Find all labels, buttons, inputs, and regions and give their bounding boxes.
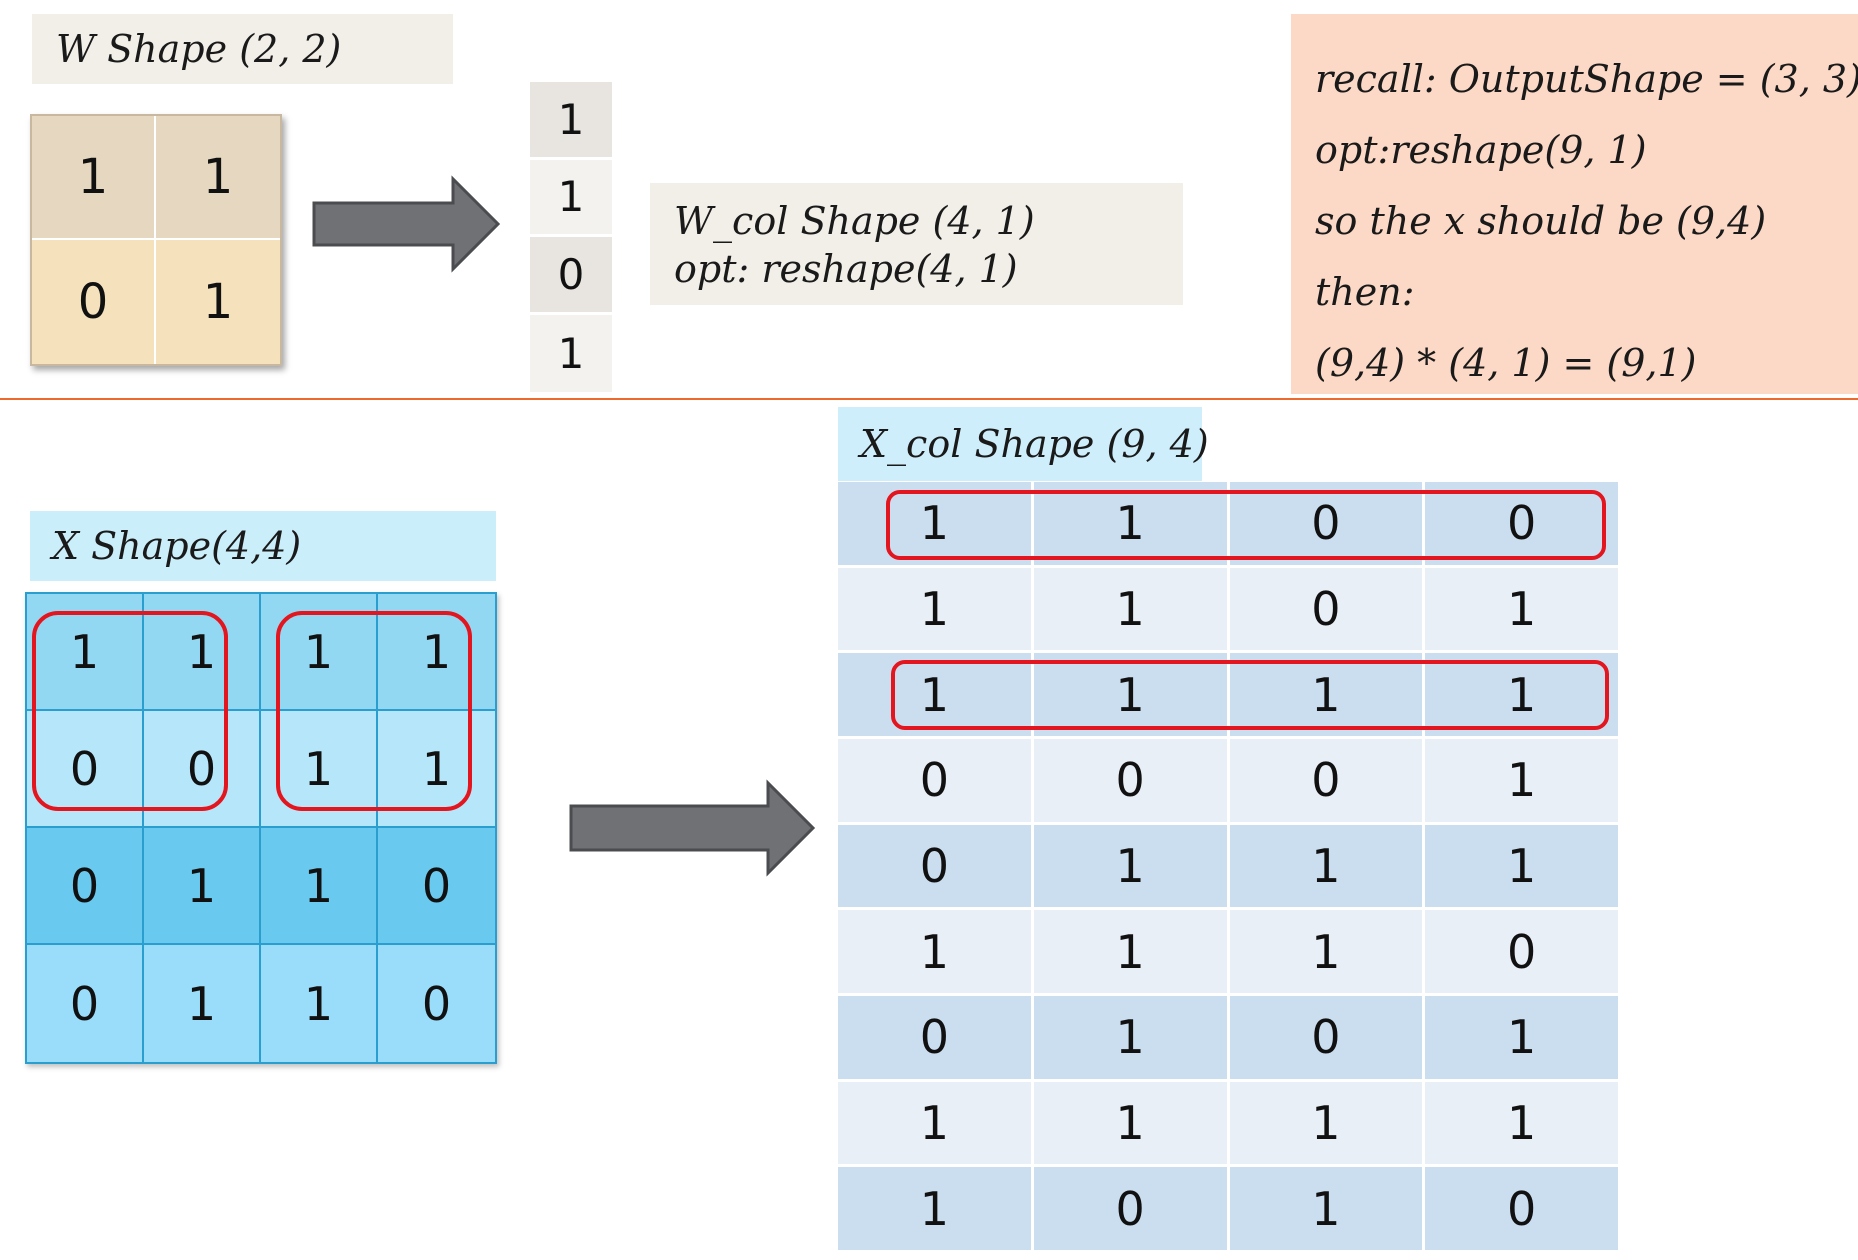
x-col-cell: 1: [1425, 738, 1618, 822]
x-col-cell: 1: [1033, 910, 1227, 993]
x-cell: 1: [261, 594, 378, 711]
x-cell: 0: [27, 828, 144, 945]
x-cell: 1: [261, 711, 378, 828]
x-cell: 1: [144, 594, 261, 711]
w-col-vector: 1 1 0 1: [530, 82, 612, 392]
x-cell: 1: [144, 828, 261, 945]
x-col-cell: 0: [1229, 738, 1423, 822]
x-col-cell: 0: [1425, 482, 1618, 565]
x-col-cell: 1: [1033, 653, 1227, 736]
recall-line: then:: [1315, 270, 1415, 314]
x-col-cell: 0: [838, 738, 1031, 822]
x-col-cell: 0: [1229, 482, 1423, 565]
x-cell: 1: [27, 594, 144, 711]
x-col-shape-label: X_col Shape (9, 4): [838, 407, 1209, 481]
x-col-matrix: 1 1 0 0 1 1 0 1 1 1 1 1 0 0 0 1 0 1 1 1 …: [838, 482, 1618, 1250]
x-col-cell: 1: [1033, 824, 1227, 908]
x-col-cell: 0: [838, 995, 1031, 1079]
x-col-cell: 0: [1229, 995, 1423, 1079]
x-col-cell: 1: [1229, 824, 1423, 908]
x-col-cell: 1: [838, 910, 1031, 993]
x-col-cell: 1: [1229, 653, 1423, 736]
recall-line: opt:reshape(9, 1): [1315, 128, 1647, 172]
x-cell: 1: [378, 711, 495, 828]
x-cell: 1: [261, 828, 378, 945]
recall-box: recall: OutputShape = (3, 3) opt:reshape…: [1291, 14, 1858, 394]
w-cell: 0: [32, 240, 156, 364]
w-col-cell: 1: [530, 82, 612, 160]
x-col-cell: 1: [838, 1167, 1031, 1250]
x-cell: 1: [261, 945, 378, 1062]
x-col-cell: 1: [1425, 1081, 1618, 1165]
section-divider: [0, 398, 1858, 400]
x-col-cell: 1: [1033, 482, 1227, 565]
w-cell: 1: [32, 116, 156, 240]
w-col-cell: 1: [530, 159, 612, 237]
x-col-cell: 1: [1425, 567, 1618, 651]
w-cell: 1: [156, 116, 280, 240]
w-col-label: W_col Shape (4, 1) opt: reshape(4, 1): [650, 183, 1183, 305]
w-shape-label: W Shape (2, 2): [32, 14, 453, 84]
recall-line: (9,4) * (4, 1) = (9,1): [1315, 341, 1697, 385]
x-cell: 0: [378, 945, 495, 1062]
x-col-cell: 0: [1425, 910, 1618, 993]
x-col-cell: 1: [1425, 995, 1618, 1079]
x-col-cell: 1: [1033, 995, 1227, 1079]
w-col-shape-text: W_col Shape (4, 1): [674, 199, 1035, 243]
x-cell: 1: [144, 945, 261, 1062]
x-shape-label: X Shape(4,4): [30, 511, 496, 581]
x-cell: 0: [144, 711, 261, 828]
x-cell: 0: [27, 945, 144, 1062]
recall-line: so the x should be (9,4): [1315, 199, 1767, 243]
x-cell: 0: [27, 711, 144, 828]
x-col-cell: 0: [1425, 1167, 1618, 1250]
x-cell: 1: [378, 594, 495, 711]
x-to-xcol-arrow-icon: [569, 779, 816, 877]
x-col-cell: 1: [1229, 1167, 1423, 1250]
x-col-cell: 1: [1033, 567, 1227, 651]
x-col-cell: 1: [1425, 824, 1618, 908]
x-col-cell: 0: [1229, 567, 1423, 651]
x-col-cell: 1: [838, 482, 1031, 565]
w-matrix: 1 1 0 1: [30, 114, 282, 366]
x-col-cell: 1: [1229, 1081, 1423, 1165]
recall-line: recall: OutputShape = (3, 3): [1315, 57, 1858, 101]
x-col-cell: 1: [1229, 910, 1423, 993]
x-cell: 0: [378, 828, 495, 945]
x-col-cell: 1: [838, 653, 1031, 736]
w-cell: 1: [156, 240, 280, 364]
x-col-cell: 1: [838, 1081, 1031, 1165]
x-matrix: 1 1 1 1 0 0 1 1 0 1 1 0 0 1 1 0: [25, 592, 497, 1064]
x-col-cell: 0: [838, 824, 1031, 908]
x-col-cell: 0: [1033, 738, 1227, 822]
w-col-op-text: opt: reshape(4, 1): [674, 247, 1018, 291]
w-col-cell: 0: [530, 237, 612, 315]
w-col-cell: 1: [530, 314, 612, 392]
x-col-cell: 1: [1425, 653, 1618, 736]
x-col-cell: 0: [1033, 1167, 1227, 1250]
x-col-cell: 1: [838, 567, 1031, 651]
x-col-cell: 1: [1033, 1081, 1227, 1165]
w-to-wcol-arrow-icon: [312, 175, 501, 273]
